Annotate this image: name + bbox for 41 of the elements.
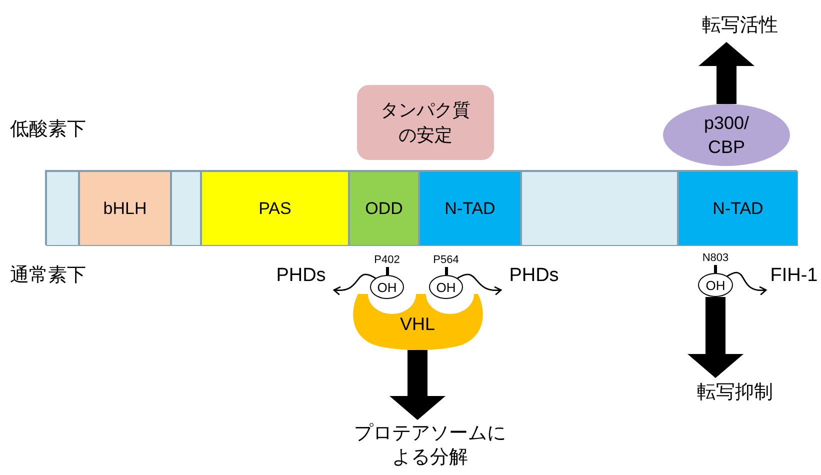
hydroxyl-ellipse [698,273,733,297]
text-label: FIH-1 [768,262,820,290]
condition-label: 通常素下 [10,264,86,288]
domain-label: ODD [365,198,403,218]
block-arrow [698,42,754,104]
domain-segment [46,171,79,246]
domain-segment [521,171,678,246]
residue-label: N803 [701,252,730,265]
residue-label: P402 [373,254,401,267]
protein-label: p300/ CBP [702,112,750,159]
text-label: 転写抑制 [680,378,790,408]
block-arrow [390,350,446,420]
hydroxyl-label: OH [706,278,726,292]
domain-box [678,171,798,246]
hydroxyl-label: OH [377,280,397,294]
domain-label: bHLH [103,198,147,218]
domain-box [201,171,349,246]
text-label: プロテアソームによる分解 [345,420,515,472]
residue-label: P564 [432,254,460,267]
hydroxyl-ellipse [370,275,404,299]
hydroxyl-ellipse [429,275,463,299]
hydroxyl-label: OH [436,280,456,294]
block-arrow [688,297,744,378]
note-text: タンパク質の安定 [380,99,472,146]
domain-box [349,171,419,246]
domain-label: N-TAD [444,198,496,218]
vhl-label: VHL [398,314,436,335]
domain-label: N-TAD [712,198,764,218]
condition-label: 低酸素下 [10,118,86,142]
note-box [357,85,494,160]
curved-arrow [333,274,378,295]
text-label: 転写活性 [680,10,800,42]
protein-bar [45,170,797,245]
curved-arrow [456,274,502,295]
domain-box [419,171,521,246]
domain-box [79,171,171,246]
domain-label: PAS [258,198,292,218]
text-label: PHDs [503,262,565,290]
curved-arrow [726,272,767,295]
text-label: PHDs [270,262,332,290]
domain-segment [171,171,201,246]
